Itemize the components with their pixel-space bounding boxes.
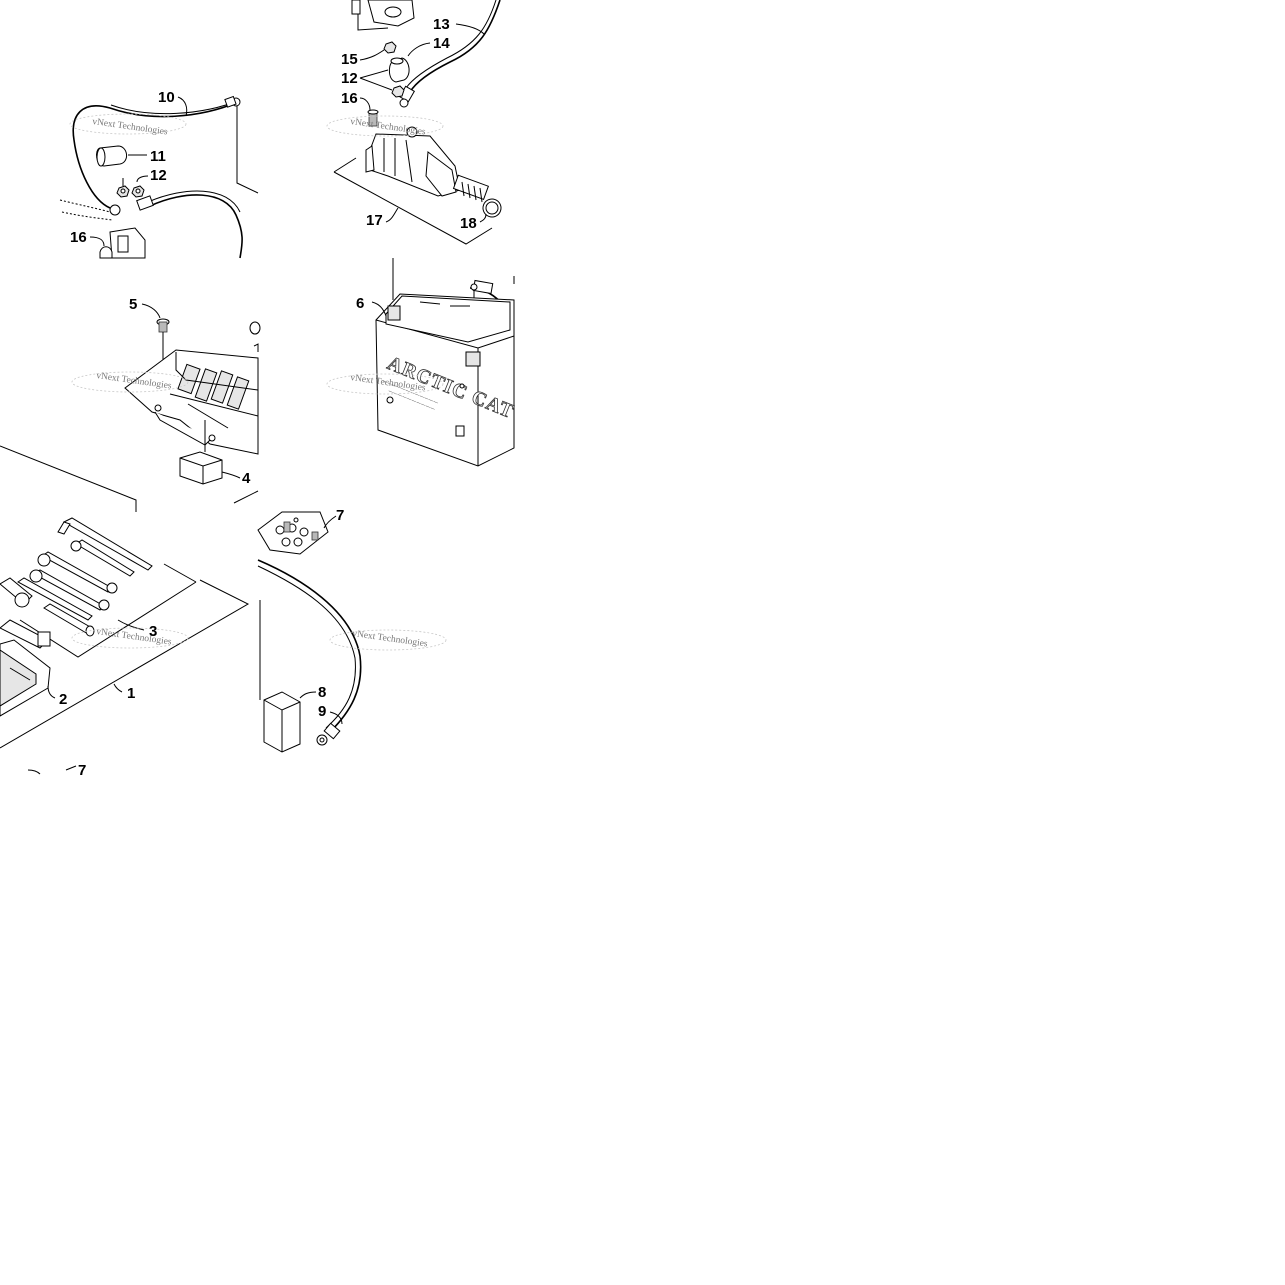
- nut-12-starter: [391, 85, 405, 98]
- callout-5: 5: [129, 296, 137, 313]
- callouts: 10 11 12 16 13 14 15 12 16 17 18 5 4 6 3…: [59, 16, 477, 779]
- pad-8: [263, 691, 301, 753]
- panel-starter-motor: [333, 0, 502, 245]
- callout-12: 12: [150, 167, 167, 184]
- watermark-text: vNext Technologies: [352, 629, 429, 650]
- tool-case-2: [0, 639, 51, 717]
- starter-solenoid: [351, 0, 415, 27]
- terminal-boot-14: [388, 57, 410, 83]
- callout-15: 15: [341, 51, 358, 68]
- callout-7: 7: [336, 507, 344, 524]
- watermark-text: vNext Technologies: [96, 627, 173, 648]
- panel-battery: ARCTIC CAT ———————————— ——————————: [371, 258, 518, 467]
- callout-11: 11: [150, 148, 166, 165]
- callout-3: 3: [149, 623, 157, 640]
- callout-4: 4: [242, 470, 251, 487]
- callout-7: 7: [78, 762, 86, 779]
- panel-battery-tray: [124, 303, 261, 504]
- pad-4: [179, 451, 223, 485]
- callout-14: 14: [433, 35, 450, 52]
- callout-8: 8: [318, 684, 326, 701]
- panel-tool-kit: [0, 445, 250, 775]
- panel-hardware: [257, 511, 362, 753]
- callout-12: 12: [341, 70, 358, 87]
- callout-2: 2: [59, 691, 67, 708]
- tool-wrench: [17, 539, 135, 621]
- battery-tray: [124, 349, 259, 455]
- starter-cable-13: [409, 0, 501, 93]
- terminal-boot-11: [96, 145, 127, 167]
- battery-cable-10: [72, 101, 239, 209]
- callout-13: 13: [433, 16, 450, 33]
- callout-9: 9: [318, 703, 326, 720]
- panel-battery-cables: [59, 95, 259, 259]
- battery-cable-9: [257, 559, 362, 733]
- callout-1: 1: [127, 685, 135, 702]
- nut-12: [116, 185, 145, 198]
- starter-motor-17: [365, 126, 490, 203]
- tool-hex-key: [57, 517, 153, 571]
- callout-10: 10: [158, 89, 175, 106]
- nut-15: [383, 41, 397, 54]
- callout-6: 6: [356, 295, 364, 312]
- watermark-text: vNext Technologies: [92, 117, 169, 138]
- bolt-16: [367, 109, 379, 127]
- callout-16: 16: [70, 229, 87, 246]
- callout-17: 17: [366, 212, 383, 229]
- callout-16: 16: [341, 90, 358, 107]
- hardware-bag-7: [257, 511, 329, 555]
- tool-spark-plug-socket: [0, 577, 95, 649]
- callout-18: 18: [460, 215, 477, 232]
- battery-6: ARCTIC CAT ———————————— ——————————: [375, 293, 518, 467]
